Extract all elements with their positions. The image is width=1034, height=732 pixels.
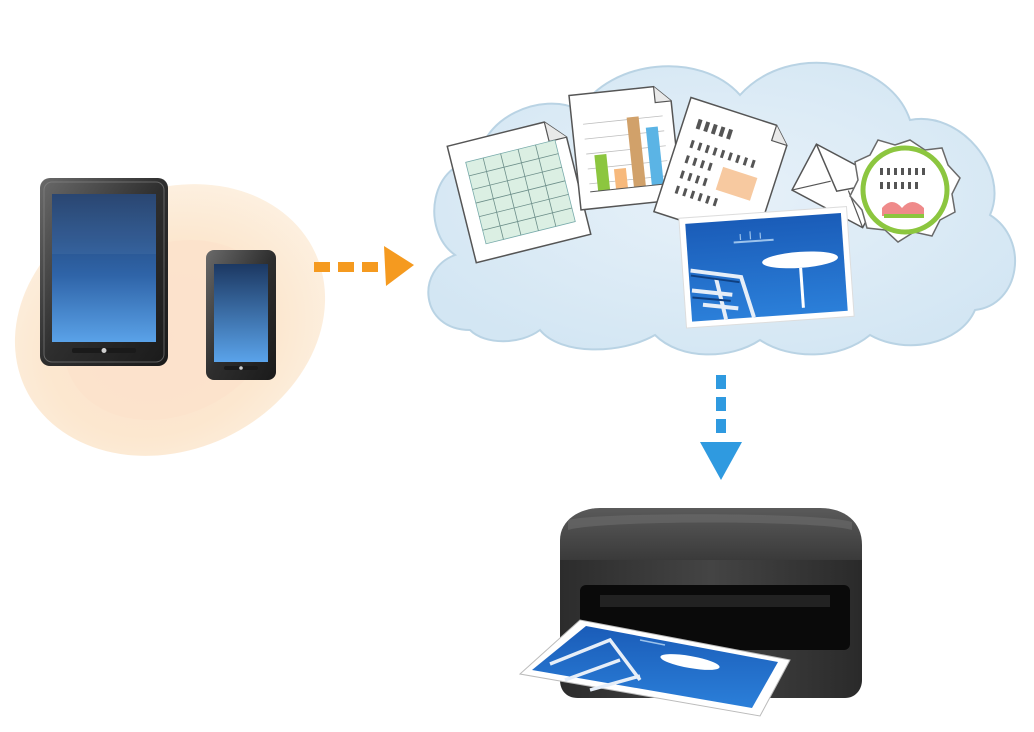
printed-photo [518, 619, 791, 717]
calendar-icon [849, 139, 961, 243]
bar-chart-document-icon [568, 85, 683, 211]
smartphone-icon [206, 250, 276, 380]
tablet-icon [40, 178, 168, 366]
tablet-button-row [72, 348, 136, 353]
text-document-icon [652, 96, 788, 246]
spreadsheet-icon [446, 121, 592, 264]
arrow-down-icon [700, 442, 742, 480]
photo-icon [678, 206, 855, 329]
arrow-right-icon [384, 246, 414, 286]
arrow-to-cloud [314, 246, 414, 286]
arrow-to-printer [700, 375, 742, 480]
devices-group [14, 178, 326, 456]
cloud-group [427, 61, 1016, 356]
